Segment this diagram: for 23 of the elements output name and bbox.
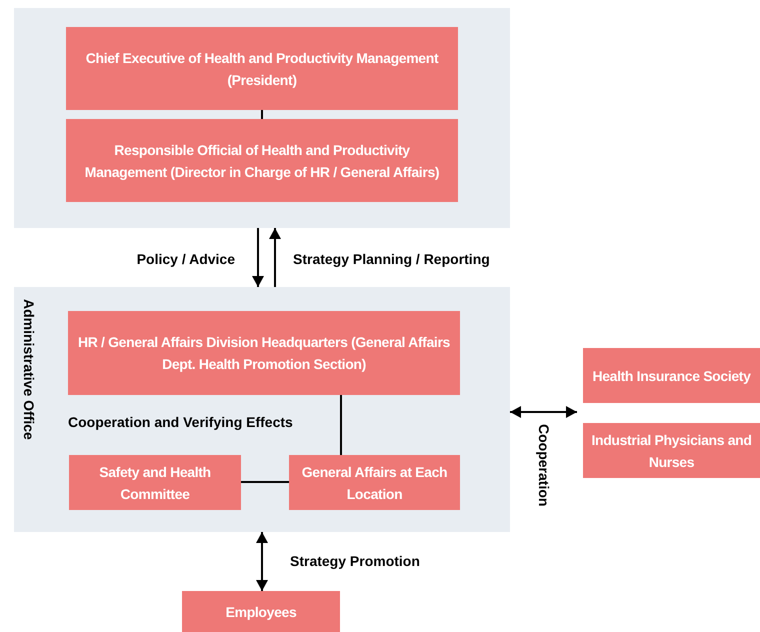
edge-label: Cooperation: [535, 424, 553, 506]
arrow: [269, 228, 281, 287]
org-box: Health Insurance Society: [583, 348, 760, 403]
arrow: [256, 532, 268, 591]
panel-heading: Administrative Office: [20, 299, 38, 440]
connector-line: [340, 395, 342, 455]
connector-line: [241, 481, 289, 483]
org-box: General Affairs at Each Location: [289, 455, 460, 510]
org-box: Chief Executive of Health and Productivity Management (President): [66, 27, 458, 110]
org-box: Industrial Physicians and Nurses: [583, 423, 760, 478]
edge-label: Strategy Promotion: [290, 552, 420, 570]
group-panel: [14, 287, 510, 532]
edge-label: Policy / Advice: [136, 250, 235, 268]
group-panel: [14, 8, 510, 228]
arrow: [510, 406, 577, 418]
org-box: HR / General Affairs Division Headquarters (General Affairs Dept. Health Promotion Section): [68, 311, 460, 395]
org-box: Safety and Health Committee: [69, 455, 241, 510]
org-box: Responsible Official of Health and Productivity Management (Director in Charge of HR / General Affairs): [66, 119, 458, 202]
note-text: Cooperation and Verifying Effects: [68, 413, 293, 431]
connector-line: [261, 110, 263, 119]
org-box: Employees: [182, 591, 340, 632]
arrow: [252, 228, 264, 287]
edge-label: Strategy Planning / Reporting: [293, 250, 490, 268]
